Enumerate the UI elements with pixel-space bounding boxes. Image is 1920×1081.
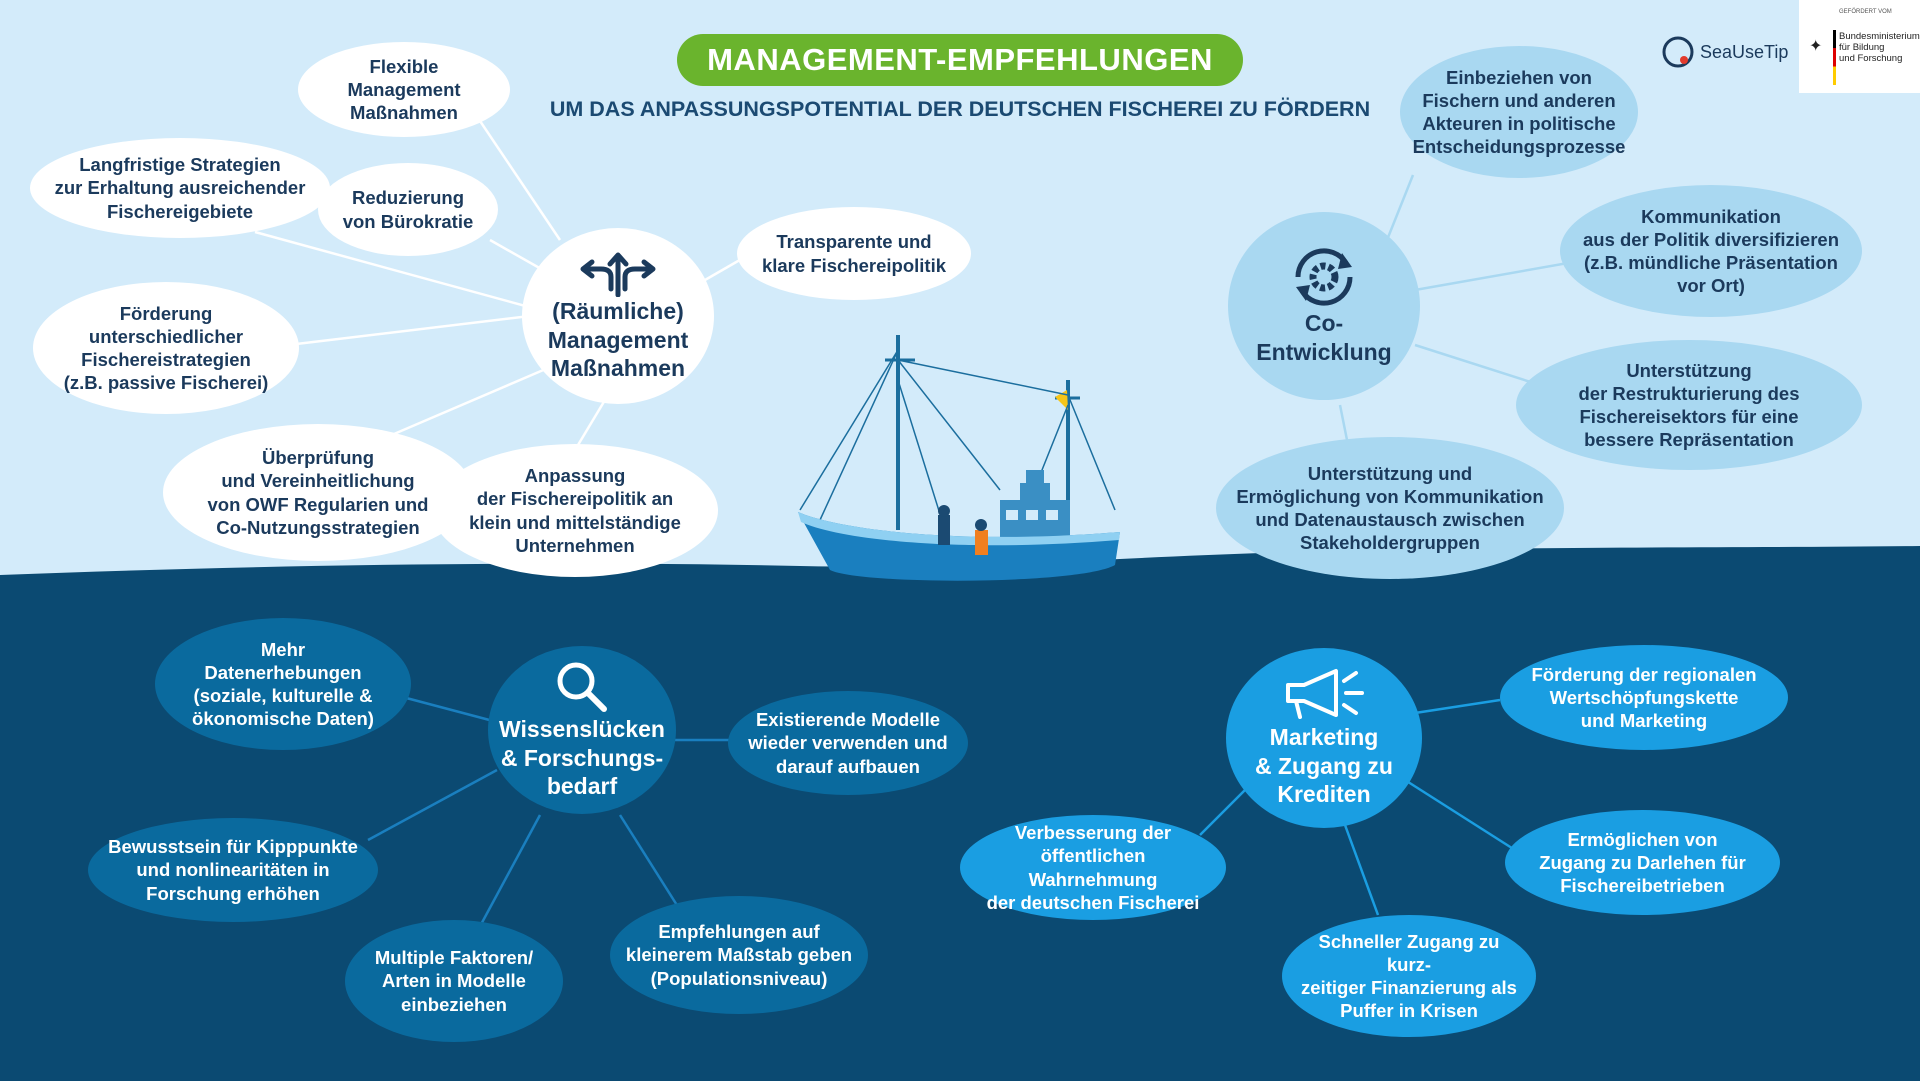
co-development-item: Kommunikation aus der Politik diversifiz…	[1560, 185, 1862, 317]
crossroad-arrows-icon	[580, 252, 656, 297]
hub-knowledge: Wissenslücken & Forschungs- bedarf	[488, 646, 676, 814]
hub-management: (Räumliche) Management Maßnahmen	[522, 228, 714, 404]
magnifier-icon	[557, 662, 607, 712]
co-development-item: Einbeziehen von Fischern und anderen Akt…	[1400, 46, 1638, 178]
hub-co-development: Co- Entwicklung	[1228, 212, 1420, 400]
co-development-item: Unterstützung und Ermöglichung von Kommu…	[1216, 437, 1564, 579]
hub-marketing: Marketing & Zugang zu Krediten	[1226, 648, 1422, 828]
management-item: Förderung unterschiedlicher Fischereistr…	[33, 282, 299, 414]
bmbf-name: Bundesministerium für Bildung und Forsch…	[1839, 31, 1920, 64]
hub-management-label: (Räumliche) Management Maßnahmen	[547, 297, 689, 382]
marketing-item: Förderung der regionalen Wertschöpfungsk…	[1500, 645, 1788, 750]
german-flag-icon	[1833, 30, 1836, 85]
co-connectors	[1338, 174, 1586, 446]
marketing-item: Verbesserung der öffentlichen Wahrnehmun…	[960, 815, 1226, 920]
seausetip-logo-icon	[1662, 36, 1694, 68]
seausetip-logo-text: SeaUseTip	[1700, 41, 1789, 62]
knowledge-item: Mehr Datenerhebungen (soziale, kulturell…	[155, 618, 411, 750]
management-item: Reduzierung von Bürokratie	[318, 163, 498, 256]
hub-knowledge-label: Wissenslücken & Forschungs- bedarf	[499, 715, 665, 800]
marketing-item: Ermöglichen von Zugang zu Darlehen für F…	[1505, 810, 1780, 915]
management-item: Flexible Management Maßnahmen	[298, 42, 510, 137]
bmbf-logo: GEFÖRDERT VOM ✦ Bundesministerium für Bi…	[1799, 0, 1920, 93]
bmbf-funded-label: GEFÖRDERT VOM	[1839, 9, 1892, 15]
page-subtitle: UM DAS ANPASSUNGSPOTENTIAL DER DEUTSCHEN…	[549, 97, 1371, 121]
knowledge-item: Bewusstsein für Kipppunkte und nonlinear…	[88, 818, 378, 922]
management-item: Langfristige Strategien zur Erhaltung au…	[30, 138, 330, 238]
hub-marketing-label: Marketing & Zugang zu Krediten	[1255, 723, 1393, 808]
management-item: Transparente und klare Fischereipolitik	[737, 207, 971, 300]
marketing-item: Schneller Zugang zu kurz- zeitiger Finan…	[1282, 915, 1536, 1037]
seausetip-logo: SeaUseTip	[1662, 34, 1792, 70]
co-development-item: Unterstützung der Restrukturierung des F…	[1516, 340, 1862, 470]
knowledge-connectors	[367, 693, 733, 931]
knowledge-item: Existierende Modelle wieder verwenden un…	[728, 691, 968, 795]
management-item: Überprüfung und Vereinheitlichung von OW…	[163, 424, 473, 561]
cycle-gear-icon	[1295, 248, 1353, 306]
knowledge-item: Multiple Faktoren/ Arten in Modelle einb…	[345, 920, 563, 1042]
knowledge-item: Empfehlungen auf kleinerem Maßstab geben…	[610, 896, 868, 1014]
eagle-icon: ✦	[1809, 38, 1823, 55]
hub-co-development-label: Co- Entwicklung	[1256, 310, 1392, 365]
page-title: MANAGEMENT-EMPFEHLUNGEN	[677, 34, 1243, 86]
management-item: Anpassung der Fischereipolitik an klein …	[432, 444, 718, 577]
fishing-boat	[798, 335, 1120, 581]
megaphone-icon	[1286, 668, 1364, 719]
